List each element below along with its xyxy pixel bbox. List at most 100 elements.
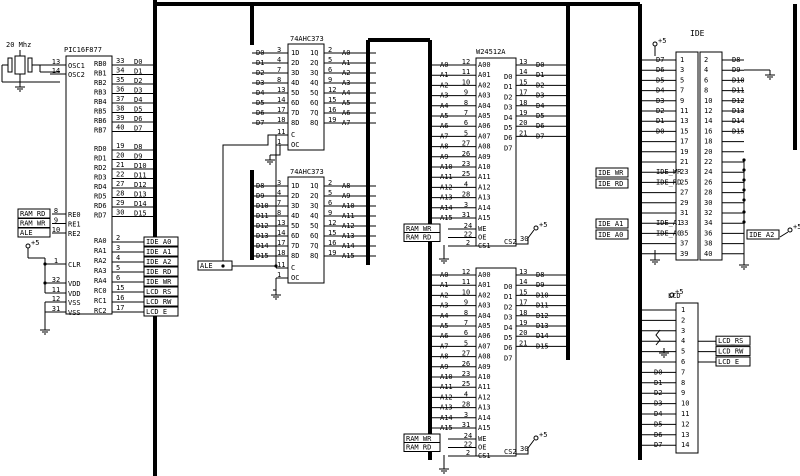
ide-left-net: D4 xyxy=(656,87,664,95)
ide-right-net: D14 xyxy=(732,117,745,125)
ram2-pin-number: 27 xyxy=(462,350,470,358)
pic-pin-name: VSS xyxy=(68,299,81,307)
ram2-pin-name: A12 xyxy=(478,393,491,401)
latch1-pin-name: 5Q xyxy=(310,89,318,97)
latch2-pin-name: 5D xyxy=(291,222,299,230)
pic-pin-name: RE1 xyxy=(68,221,81,229)
pic-pin-number: 20 xyxy=(116,152,124,160)
lcd-connector xyxy=(675,302,699,454)
ide-pin-number: 27 xyxy=(680,189,688,197)
latch2-pin-number: 9 xyxy=(328,209,332,217)
pic-pin-name: RB6 xyxy=(94,117,107,125)
lcd-ctl-tag xyxy=(715,356,751,367)
ram1-ctl-tag-text: RAM_RD xyxy=(406,234,431,242)
ram2-pin-name: D5 xyxy=(504,334,512,342)
pic-re-tag-text: RAM_RD xyxy=(20,210,45,218)
pic-pin-number: 36 xyxy=(116,86,124,94)
ram1-pin-name: A06 xyxy=(478,122,491,130)
pic-pin-name: RD5 xyxy=(94,193,107,201)
latch1-pin-name: C xyxy=(291,131,295,139)
ram1-name: W24512A xyxy=(476,48,506,56)
lcd-contrast-pot xyxy=(655,329,661,346)
ram1-pin-name: A03 xyxy=(478,92,491,100)
ram1-pin-name: A09 xyxy=(478,153,491,161)
ram1-pin-number: 13 xyxy=(519,58,527,66)
pic-pin-name: RB4 xyxy=(94,98,107,106)
pic-pin-number: 35 xyxy=(116,76,124,84)
ram1-chip xyxy=(475,57,517,247)
latch1-pin-name: 8D xyxy=(291,119,299,127)
ide-pin-number: 4 xyxy=(704,66,708,74)
ram1-pin-name: D5 xyxy=(504,124,512,132)
ram1-pin-number: 20 xyxy=(519,119,527,127)
pic-pin-number: 1 xyxy=(54,257,58,265)
latch1-pin-name: OC xyxy=(291,141,299,149)
ide-left-net: IDE_RD xyxy=(656,178,681,186)
ide-pin-number: 34 xyxy=(704,219,712,227)
ram1-pin-name: A15 xyxy=(478,214,491,222)
latch1-pin-number: 4 xyxy=(277,56,281,64)
ide-pin-number: 19 xyxy=(680,148,688,156)
lcd-data-net: D6 xyxy=(654,431,662,439)
junction-dot xyxy=(742,188,746,192)
ide-pin-number: 29 xyxy=(680,199,688,207)
ram2-pin-number: 10 xyxy=(462,288,470,296)
latch2-pin-number: 4 xyxy=(277,189,281,197)
ram2-pin-name: A02 xyxy=(478,291,491,299)
latch2-pin-number: 8 xyxy=(277,209,281,217)
vcc-label: +5 xyxy=(539,221,547,229)
pic-pin-name: RA4 xyxy=(94,277,107,285)
pic-pin-number: 2 xyxy=(116,234,120,242)
junction-dot xyxy=(43,262,47,266)
ram2-chip xyxy=(475,267,517,457)
ram2-pin-number: 9 xyxy=(464,299,468,307)
ide-pin-number: 40 xyxy=(704,250,712,258)
ram1-pin-number: 25 xyxy=(462,170,470,178)
latch1-pin-name: 1D xyxy=(291,49,299,57)
vcc-label: +5 xyxy=(675,288,683,296)
latch2-pin-number: 6 xyxy=(328,199,332,207)
ide-pin-number: 13 xyxy=(680,117,688,125)
latch1-pin-number: 17 xyxy=(277,106,285,114)
latch1-pin-name: 2Q xyxy=(310,59,318,67)
latch2-pin-number: 17 xyxy=(277,239,285,247)
ram1-pin-number: 10 xyxy=(462,78,470,86)
pic-re-tag xyxy=(17,227,51,238)
pic-net-label: D11 xyxy=(134,172,147,180)
latch2-pin-number: 18 xyxy=(277,249,285,257)
ide-pin-number: 15 xyxy=(680,127,688,135)
ram2-pin-name: A04 xyxy=(478,312,491,320)
latch1-pin-number: 15 xyxy=(328,96,336,104)
ide-wr-tag-text: IDE_WR xyxy=(598,169,624,177)
ram2-pin-name: CS2 xyxy=(504,448,517,456)
lcd-data-net: D1 xyxy=(654,379,662,387)
ram1-pin-number: 23 xyxy=(462,160,470,168)
pic-pin-number: 30 xyxy=(116,209,124,217)
latch2-pin-number: 11 xyxy=(277,261,285,269)
pic-ra-tag xyxy=(143,276,179,287)
pic-pin-number: 34 xyxy=(116,67,124,75)
ram1-pin-name: A10 xyxy=(478,163,491,171)
lcd-pin-number: 7 xyxy=(681,368,685,376)
ram2-pin-number: 22 xyxy=(464,441,472,449)
ide-pin-number: 24 xyxy=(704,168,712,176)
ram1-pin-number: 28 xyxy=(462,191,470,199)
pic-net-label: D6 xyxy=(134,115,142,123)
ram1-pin-name: A08 xyxy=(478,143,491,151)
ram2-pin-name: A06 xyxy=(478,332,491,340)
pic-pin-number: 3 xyxy=(116,244,120,252)
lcd-title: LCD xyxy=(668,292,681,300)
ide-pin-number: 16 xyxy=(704,127,712,135)
pic-pin-name: VDD xyxy=(68,280,81,288)
lcd-pin-number: 1 xyxy=(681,306,685,314)
ram2-pin-name: D6 xyxy=(504,344,512,352)
ram1-pin-name: A04 xyxy=(478,102,491,110)
vcc-terminal xyxy=(533,435,539,441)
latch1-pin-number: 6 xyxy=(328,66,332,74)
pic-pin-name: RC0 xyxy=(94,287,107,295)
ale-tag-text: ALE xyxy=(200,262,213,270)
pic-pin-name: RA1 xyxy=(94,247,107,255)
ide-pin-number: 8 xyxy=(704,87,708,95)
crystal-cap xyxy=(27,57,33,73)
